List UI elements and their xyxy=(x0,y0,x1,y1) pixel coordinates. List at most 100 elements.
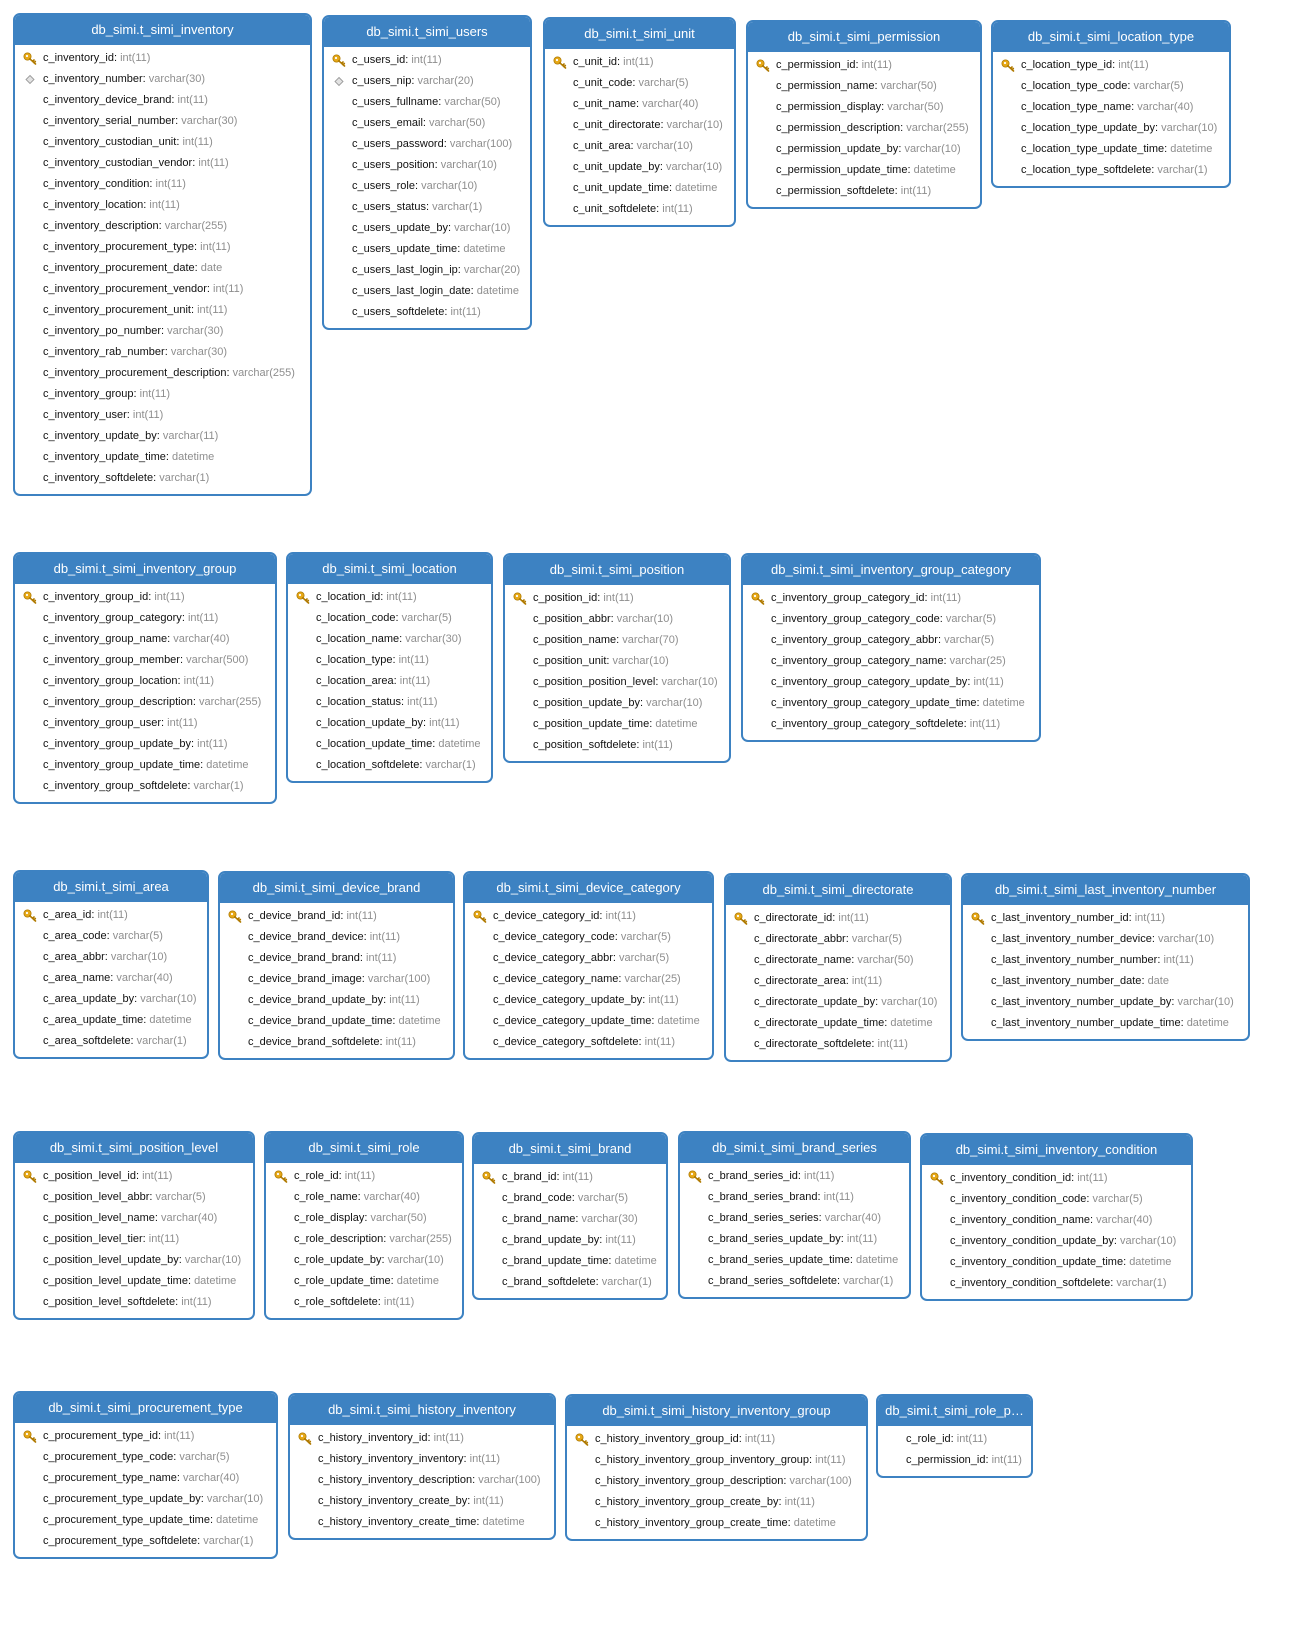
column-type: datetime xyxy=(657,1015,700,1027)
column-separator: : xyxy=(884,1017,891,1029)
column-separator: : xyxy=(377,1296,384,1308)
column-type: int(11) xyxy=(562,1171,593,1183)
column-type: varchar(40) xyxy=(183,1472,240,1484)
column-row: c_position_level_tier: int(11) xyxy=(15,1229,253,1250)
column-type: varchar(10) xyxy=(206,1493,264,1505)
column-row: c_users_password: varchar(100) xyxy=(324,134,530,155)
primary-key-icon xyxy=(734,912,748,925)
column-name: c_location_type_softdelete xyxy=(1021,164,1152,176)
column-separator: : xyxy=(1164,143,1171,155)
column-separator: : xyxy=(894,185,901,197)
table-title: db_simi.t_simi_area xyxy=(15,872,207,902)
column-type: varchar(10) xyxy=(140,993,197,1005)
column-list: c_location_type_id: int(11)c_location_ty… xyxy=(993,52,1229,181)
column-name: c_unit_id xyxy=(573,56,618,68)
column-name: c_device_category_id xyxy=(493,910,600,922)
column-name: c_inventory_group xyxy=(43,388,134,400)
column-row: c_inventory_custodian_vendor: int(11) xyxy=(15,153,310,174)
column-separator: : xyxy=(165,451,173,463)
column-separator: : xyxy=(187,1275,195,1287)
column-list: c_location_id: int(11)c_location_code: v… xyxy=(288,584,491,776)
column-row: c_inventory_serial_number: varchar(30) xyxy=(15,111,310,132)
column-separator: : xyxy=(630,140,637,152)
column-name: c_position_level_softdelete xyxy=(43,1296,176,1308)
column-row: c_inventory_number: varchar(30) xyxy=(15,69,310,90)
column-type: int(11) xyxy=(956,1433,988,1445)
column-type: varchar(30) xyxy=(405,633,462,645)
column-separator: : xyxy=(176,1472,184,1484)
column-separator: : xyxy=(110,972,117,984)
table-entity[interactable]: db_simi.t_simi_role_p…c_role_id: int(11)… xyxy=(876,1394,1033,1478)
column-separator: : xyxy=(898,143,905,155)
column-name: c_brand_series_id xyxy=(708,1170,798,1182)
column-row: c_area_abbr: varchar(10) xyxy=(15,947,207,968)
column-name: c_role_id xyxy=(294,1170,339,1182)
column-row: c_device_brand_update_by: int(11) xyxy=(220,990,453,1011)
column-name: c_directorate_update_by xyxy=(754,996,876,1008)
column-row: c_users_fullname: varchar(50) xyxy=(324,92,530,113)
column-row: c_users_last_login_ip: varchar(20) xyxy=(324,260,530,281)
column-name: c_role_update_time xyxy=(294,1275,391,1287)
column-name: c_brand_series_update_by xyxy=(708,1233,841,1245)
column-name: c_location_type_update_time xyxy=(1021,143,1165,155)
column-type: varchar(40) xyxy=(1137,101,1194,113)
column-name: c_users_status xyxy=(352,201,426,213)
column-separator: : xyxy=(738,1433,745,1445)
column-row: c_unit_code: varchar(5) xyxy=(545,73,734,94)
column-row: c_location_type_softdelete: varchar(1) xyxy=(993,160,1229,181)
column-row: c_device_brand_update_time: datetime xyxy=(220,1011,453,1032)
column-separator: : xyxy=(414,180,422,192)
column-type: varchar(10) xyxy=(1120,1235,1177,1247)
column-type: varchar(10) xyxy=(904,143,961,155)
column-separator: : xyxy=(840,1233,847,1245)
column-name: c_inventory_group_location xyxy=(43,675,178,687)
column-row: c_brand_id: int(11) xyxy=(474,1167,666,1188)
column-type: int(11) xyxy=(385,1036,416,1048)
column-name: c_position_id xyxy=(533,592,598,604)
column-name: c_device_brand_brand xyxy=(248,952,360,964)
column-name: c_users_password xyxy=(352,138,444,150)
column-name: c_history_inventory_group_id xyxy=(595,1433,739,1445)
column-type: varchar(10) xyxy=(666,119,723,131)
column-name: c_position_level_abbr xyxy=(43,1191,150,1203)
unique-index-icon xyxy=(23,73,37,86)
column-list: c_device_category_id: int(11)c_device_ca… xyxy=(465,903,712,1053)
column-separator: : xyxy=(393,675,400,687)
column-name: c_device_category_softdelete xyxy=(493,1036,639,1048)
column-type: int(11) xyxy=(411,54,442,66)
column-name: c_location_id xyxy=(316,591,381,603)
column-separator: : xyxy=(809,1454,816,1466)
column-type: int(11) xyxy=(973,676,1004,688)
column-name: c_inventory_group_name xyxy=(43,633,168,645)
column-name: c_users_last_login_ip xyxy=(352,264,458,276)
column-name: c_location_type_id xyxy=(1021,59,1113,71)
column-type: int(11) xyxy=(991,1454,1022,1466)
column-row: c_position_level_update_time: datetime xyxy=(15,1271,253,1292)
column-row: c_role_softdelete: int(11) xyxy=(266,1292,462,1313)
column-name: c_procurement_type_code xyxy=(43,1451,174,1463)
column-type: int(11) xyxy=(139,388,171,400)
column-row: c_device_brand_image: varchar(100) xyxy=(220,969,453,990)
